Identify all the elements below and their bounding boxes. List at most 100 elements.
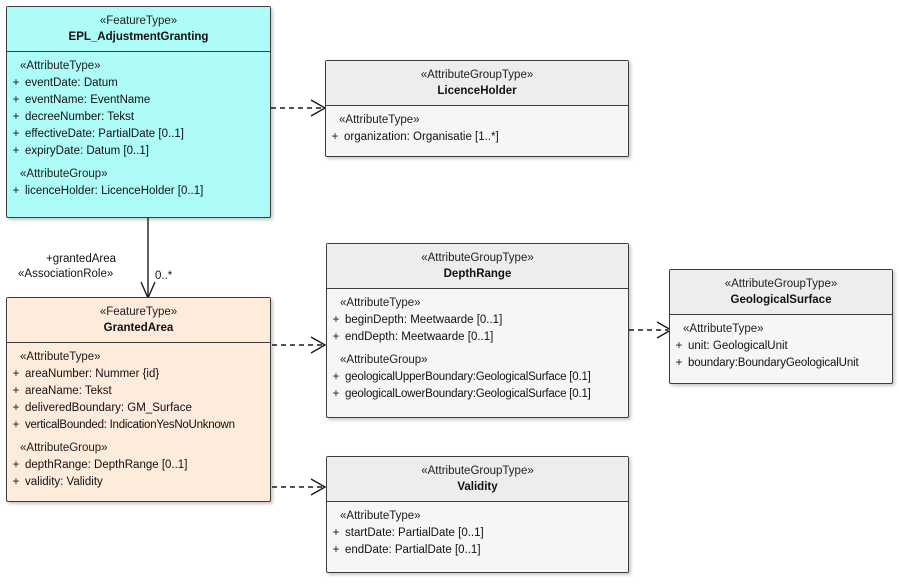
class-stereotype: «AttributeGroupType» [421, 465, 534, 477]
attribute-visibility: + [12, 145, 20, 157]
connector-grantedarea-to-depthrange [272, 336, 327, 354]
attribute-text: effectiveDate: PartialDate [0..1] [25, 128, 184, 140]
attribute-row: + areaNumber: Nummer {id} [7, 366, 270, 383]
attribute-text: beginDepth: Meetwaarde [0..1] [345, 314, 503, 326]
compartment-label: «AttributeType» [683, 323, 764, 335]
class-header: «AttributeGroupType» LicenceHolder [326, 61, 628, 106]
connector-depthrange-to-geologicalsurface [629, 321, 673, 339]
class-name: DepthRange [443, 268, 512, 280]
attribute-row: + endDate: PartialDate [0..1] [327, 542, 628, 559]
attribute-visibility: + [332, 388, 340, 400]
class-attributes: «AttributeType» + unit: GeologicalUnit +… [670, 315, 892, 379]
attribute-visibility: + [12, 402, 20, 414]
attribute-row: + validity: Validity [7, 474, 270, 491]
class-box-depth-range[interactable]: «AttributeGroupType» DepthRange «Attribu… [326, 243, 629, 418]
compartment-label: «AttributeType» [20, 60, 101, 72]
attribute-text: licenceHolder: LicenceHolder [0..1] [25, 185, 204, 197]
attribute-text: eventDate: Datum [25, 77, 118, 89]
attribute-text: unit: GeologicalUnit [688, 340, 788, 352]
class-name: GrantedArea [103, 322, 174, 334]
compartment-label: «AttributeGroup» [20, 442, 108, 454]
attribute-visibility: + [12, 185, 20, 197]
connector-granting-to-grantedarea [140, 218, 156, 300]
attribute-visibility: + [332, 527, 340, 539]
class-name: GeologicalSurface [730, 294, 832, 306]
class-box-geological-surface[interactable]: «AttributeGroupType» GeologicalSurface «… [669, 269, 893, 384]
connector-grantedarea-to-validity [272, 478, 327, 496]
attribute-row: + beginDepth: Meetwaarde [0..1] [327, 312, 628, 329]
attribute-text: expiryDate: Datum [0..1] [25, 145, 149, 157]
class-box-epl-adjustment-granting[interactable]: «FeatureType» EPL_AdjustmentGranting «At… [6, 6, 271, 218]
association-role-stereotype: «AssociationRole» [18, 268, 114, 280]
attribute-row: + geologicalUpperBoundary:GeologicalSurf… [327, 369, 628, 386]
attribute-row: + boundary:BoundaryGeologicalUnit [670, 355, 892, 372]
class-stereotype: «AttributeGroupType» [724, 278, 838, 290]
attribute-visibility: + [332, 331, 340, 343]
attribute-visibility: + [12, 459, 20, 471]
attribute-text: verticalBounded: IndicationYesNoUnknown [25, 419, 235, 431]
compartment-label: «AttributeType» [339, 114, 420, 126]
attribute-visibility: + [675, 340, 683, 352]
attribute-visibility: + [12, 94, 20, 106]
attribute-text: startDate: PartialDate [0..1] [345, 527, 484, 539]
attribute-visibility: + [12, 476, 20, 488]
attribute-row: + organization: Organisatie [1..*] [326, 129, 628, 146]
attribute-text: depthRange: DepthRange [0..1] [25, 459, 188, 471]
class-header: «AttributeGroupType» DepthRange [327, 244, 628, 289]
class-header: «AttributeGroupType» GeologicalSurface [670, 270, 892, 315]
attribute-row: + effectiveDate: PartialDate [0..1] [7, 126, 270, 143]
attribute-visibility: + [12, 419, 20, 431]
class-attributes: «AttributeType» + beginDepth: Meetwaarde… [327, 289, 628, 410]
attribute-row: + eventName: EventName [7, 92, 270, 109]
association-role-name: +grantedArea [46, 253, 117, 265]
class-header: «AttributeGroupType» Validity [327, 457, 628, 502]
attribute-row: + expiryDate: Datum [0..1] [7, 143, 270, 160]
attribute-text: validity: Validity [25, 476, 103, 488]
class-box-validity[interactable]: «AttributeGroupType» Validity «Attribute… [326, 456, 629, 573]
attribute-row: + unit: GeologicalUnit [670, 338, 892, 355]
attribute-row: + licenceHolder: LicenceHolder [0..1] [7, 183, 270, 200]
class-stereotype: «AttributeGroupType» [420, 69, 534, 81]
class-name: LicenceHolder [437, 85, 517, 97]
attribute-row: + verticalBounded: IndicationYesNoUnknow… [7, 417, 270, 434]
attribute-visibility: + [332, 371, 340, 383]
class-attributes: «AttributeType» + areaNumber: Nummer {id… [7, 343, 270, 498]
class-attributes: «AttributeType» + organization: Organisa… [326, 106, 628, 153]
attribute-text: eventName: EventName [25, 94, 151, 106]
attribute-visibility: + [12, 77, 20, 89]
compartment-label: «AttributeGroup» [340, 354, 428, 366]
class-stereotype: «AttributeGroupType» [421, 252, 534, 264]
class-header: «FeatureType» EPL_AdjustmentGranting [7, 7, 270, 52]
compartment-label: «AttributeType» [340, 297, 421, 309]
attribute-text: boundary:BoundaryGeologicalUnit [688, 357, 859, 369]
compartment-label: «AttributeType» [20, 351, 101, 363]
attribute-visibility: + [12, 385, 20, 397]
attribute-text: deliveredBoundary: GM_Surface [25, 402, 192, 414]
attribute-row: + decreeNumber: Tekst [7, 109, 270, 126]
attribute-visibility: + [12, 128, 20, 140]
class-name: Validity [457, 481, 498, 493]
attribute-text: areaName: Tekst [25, 385, 112, 397]
association-multiplicity: 0..* [155, 270, 173, 282]
attribute-text: geologicalUpperBoundary:GeologicalSurfac… [345, 371, 591, 383]
class-name: EPL_AdjustmentGranting [68, 31, 209, 43]
class-box-granted-area[interactable]: «FeatureType» GrantedArea «AttributeType… [6, 297, 271, 502]
attribute-text: decreeNumber: Tekst [25, 111, 135, 123]
class-stereotype: «FeatureType» [99, 306, 178, 318]
attribute-text: endDepth: Meetwaarde [0..1] [345, 331, 494, 343]
attribute-row: + deliveredBoundary: GM_Surface [7, 400, 270, 417]
attribute-row: + eventDate: Datum [7, 75, 270, 92]
compartment-label: «AttributeGroup» [20, 168, 108, 180]
attribute-visibility: + [332, 544, 340, 556]
attribute-text: organization: Organisatie [1..*] [344, 131, 499, 143]
attribute-row: + geologicalLowerBoundary:GeologicalSurf… [327, 386, 628, 403]
class-attributes: «AttributeType» + eventDate: Datum + eve… [7, 52, 270, 207]
attribute-text: geologicalLowerBoundary:GeologicalSurfac… [345, 388, 591, 400]
attribute-text: areaNumber: Nummer {id} [25, 368, 160, 380]
attribute-visibility: + [12, 111, 20, 123]
class-box-licence-holder[interactable]: «AttributeGroupType» LicenceHolder «Attr… [325, 60, 629, 157]
attribute-row: + areaName: Tekst [7, 383, 270, 400]
compartment-label: «AttributeType» [340, 510, 421, 522]
attribute-visibility: + [331, 131, 339, 143]
